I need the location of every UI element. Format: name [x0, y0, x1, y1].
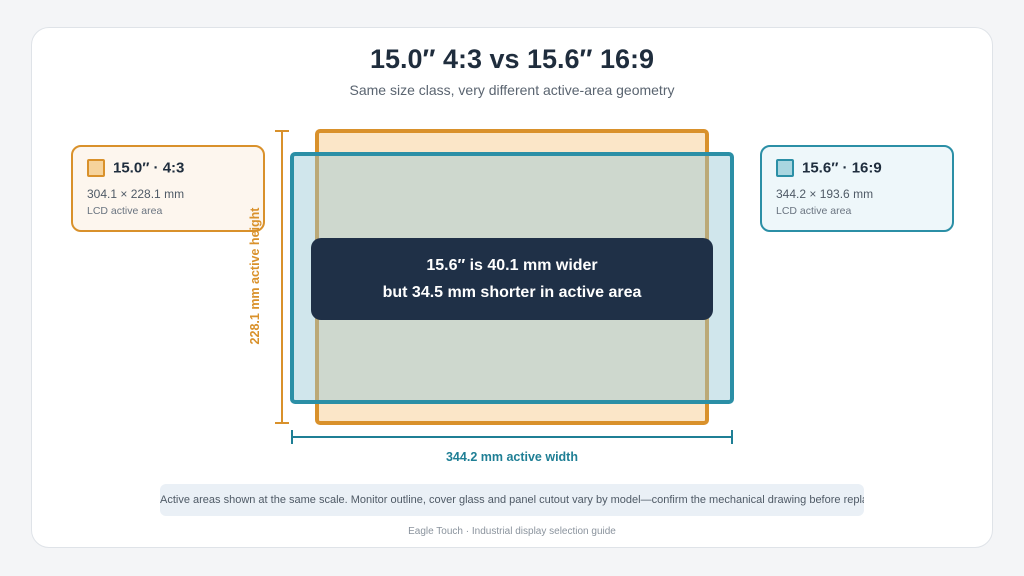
legend-4-3-dims: 304.1 × 228.1 mm: [87, 187, 185, 202]
callout-line-2: but 34.5 mm shorter in active area: [382, 284, 642, 301]
page-title: 15.0″ 4:3 vs 15.6″ 16:9: [369, 44, 655, 74]
legend-16-9-note: LCD active area: [776, 205, 852, 218]
teal-swatch-icon: [776, 159, 794, 177]
height-dimension-line: [275, 130, 289, 424]
legend-16-9-dims: 344.2 × 193.6 mm: [776, 187, 874, 202]
callout-line-1: 15.6″ is 40.1 mm wider: [426, 257, 598, 274]
credit-line: Eagle Touch · Industrial display selecti…: [408, 526, 616, 537]
width-dimension-line: [291, 430, 733, 444]
legend-4-3: 15.0″ · 4:3 304.1 × 228.1 mm LCD active …: [71, 145, 265, 232]
legend-16-9: 15.6″ · 16:9 344.2 × 193.6 mm LCD active…: [760, 145, 954, 232]
legend-4-3-title: 15.0″ · 4:3: [113, 159, 185, 177]
page-subtitle: Same size class, very different active-a…: [349, 82, 675, 98]
width-dimension-label: 344.2 mm active width: [445, 450, 578, 464]
orange-swatch-icon: [87, 159, 105, 177]
legend-4-3-note: LCD active area: [87, 205, 163, 218]
legend-16-9-title: 15.6″ · 16:9: [802, 159, 882, 177]
comparison-callout: 15.6″ is 40.1 mm wider but 34.5 mm short…: [311, 238, 713, 320]
height-dimension-label: 228.1 mm active height: [248, 207, 262, 345]
scale-footnote: Active areas shown at the same scale. Mo…: [160, 484, 864, 516]
